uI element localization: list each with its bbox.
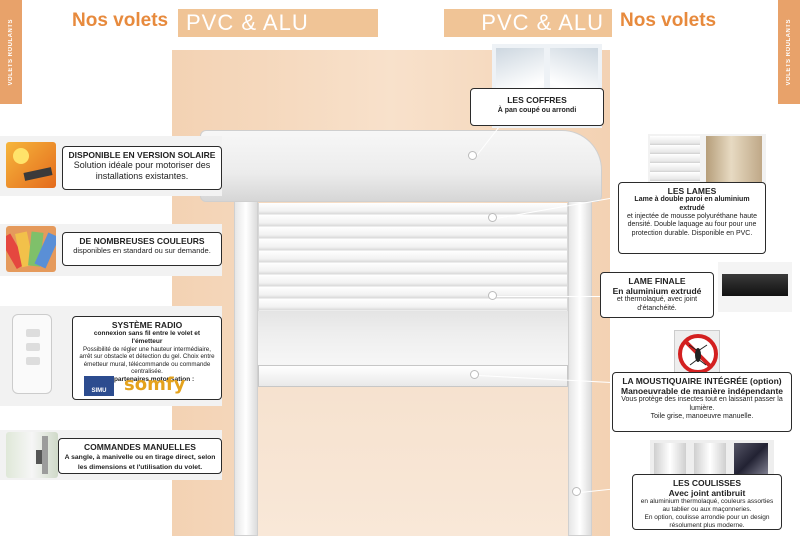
lame-finale-title: LAME FINALE [628, 276, 686, 286]
lame-photo-1 [650, 136, 700, 184]
manuelles-title: COMMANDES MANUELLES [84, 442, 196, 452]
radio-title: SYSTÈME RADIO [111, 320, 183, 330]
moustiquaire-note: Toile grise, manoeuvre manuelle. [650, 413, 754, 421]
side-tab-right-label: VOLETS ROULANTS [786, 18, 792, 86]
coulisse-photo-3 [734, 443, 768, 477]
mosquito-mesh [258, 311, 568, 367]
connector-lame-finale [496, 296, 600, 297]
manuelles-text: A sangle, à manivelle ou en tirage direc… [64, 454, 216, 472]
remote-button-2 [26, 343, 40, 351]
box-lame-finale: LAME FINALE En aluminium extrudé et ther… [600, 272, 714, 318]
manual-control-icon [6, 432, 58, 478]
box-solaire: DISPONIBLE EN VERSION SOLAIRE Solution i… [62, 146, 222, 190]
left-rail [234, 200, 258, 536]
header-right-title: Nos volets [620, 10, 717, 31]
lame-photo-2 [706, 136, 762, 184]
shutter-slats [258, 203, 568, 311]
remote-button-1 [26, 329, 40, 337]
side-tab-left-label: VOLETS ROULANTS [8, 18, 14, 86]
lames-photos [648, 134, 766, 186]
remote-button-3 [26, 357, 40, 365]
solaire-text: Solution idéale pour motoriser des insta… [73, 160, 211, 181]
moustiquaire-text: Vous protège des insectes tout en laissa… [621, 396, 783, 412]
box-manuelles: COMMANDES MANUELLES A sangle, à manivell… [58, 438, 222, 474]
coffres-title: LES COFFRES [507, 95, 567, 105]
moustiquaire-subtitle: Manoeuvrable de manière indépendante [620, 386, 783, 397]
lames-title: LES LAMES [667, 186, 717, 196]
window-opening [258, 387, 568, 536]
solaire-title: DISPONIBLE EN VERSION SOLAIRE [68, 150, 216, 160]
marker-moustiquaire [470, 370, 479, 379]
coulisses-text: en aluminium thermolaqué, couleurs assor… [640, 498, 774, 514]
side-tab-right: VOLETS ROULANTS [778, 0, 800, 104]
couleurs-text: disponibles en standard ou sur demande. [73, 246, 211, 256]
sun-icon [6, 142, 56, 188]
coffres-text: À pan coupé ou arrondi [497, 107, 577, 115]
simu-logo-text: SIMU [91, 388, 107, 394]
marker-coffres [468, 151, 477, 160]
coulisses-photos [650, 440, 774, 480]
coulisses-note: En option, coulisse arrondie pour un des… [644, 513, 770, 529]
box-lames: LES LAMES Lame à double paroi en alumini… [618, 182, 766, 254]
right-rail [568, 200, 592, 536]
couleurs-title: DE NOMBREUSES COULEURS [79, 236, 205, 246]
box-coffres: LES COFFRES À pan coupé ou arrondi [470, 88, 604, 126]
coulisses-title: LES COULISSES [672, 478, 741, 488]
lames-text: et injectée de mousse polyuréthane haute… [627, 212, 757, 237]
header-left-band: PVC & ALU [178, 9, 378, 37]
lame-finale-image [722, 274, 788, 296]
lame-finale-text: et thermolaqué, avec joint d'étanchéité. [616, 296, 698, 312]
coulisse-photo-2 [694, 443, 726, 477]
marker-lame-finale [488, 291, 497, 300]
radio-subtitle: connexion sans fil entre le volet et l'é… [93, 330, 201, 345]
header-left-title: Nos volets [72, 10, 169, 31]
marker-lames [488, 213, 497, 222]
final-slat-bar [258, 365, 568, 387]
radio-partners: Nos partenaires motorisation : [99, 375, 195, 383]
shutter-box [200, 130, 602, 202]
lame-finale-subtitle: En aluminium extrudé [612, 286, 702, 297]
box-moustiquaire: LA MOUSTIQUAIRE INTÉGRÉE (option) Manoeu… [612, 372, 792, 432]
coulisse-photo-1 [654, 443, 686, 477]
moustiquaire-title: LA MOUSTIQUAIRE INTÉGRÉE (option) [622, 376, 782, 386]
simu-logo: SIMU [84, 376, 114, 396]
lame-finale-photo [718, 262, 792, 312]
somfy-logo: somfy [124, 374, 186, 395]
radio-text: Possibilité de régler une hauteur interm… [79, 345, 215, 376]
no-mosquito-icon [674, 330, 720, 376]
coulisses-subtitle: Avec joint antibruit [668, 488, 746, 499]
side-tab-left: VOLETS ROULANTS [0, 0, 22, 104]
marker-coulisses [572, 487, 581, 496]
box-coulisses: LES COULISSES Avec joint antibruit en al… [632, 474, 782, 530]
color-palette-icon [0, 226, 60, 272]
header-right-band: PVC & ALU [444, 9, 612, 37]
lames-subtitle: Lame à double paroi en aluminium extrudé [634, 196, 750, 212]
box-couleurs: DE NOMBREUSES COULEURS disponibles en st… [62, 232, 222, 266]
remote-control-icon [12, 314, 52, 394]
